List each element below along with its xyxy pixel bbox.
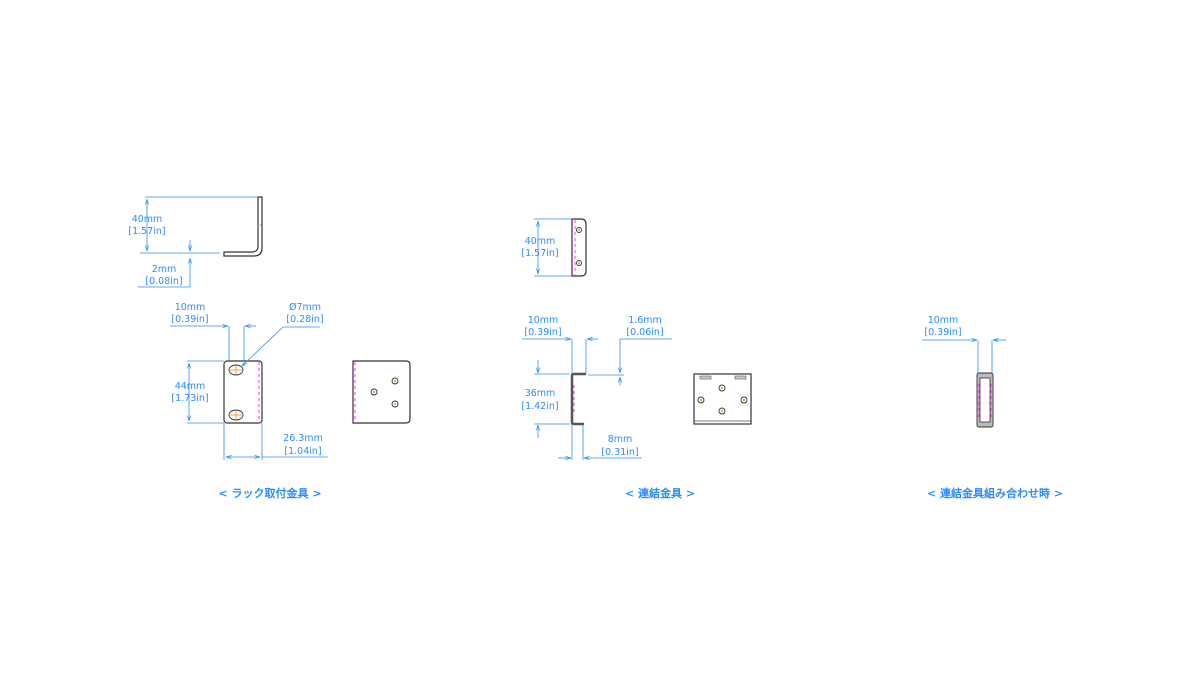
rack-bracket-front-view: 10mm [0.39in] Ø7mm [0.28in] 44mm [1.73in… <box>170 302 328 460</box>
width-mm-label: 10mm <box>928 315 959 326</box>
thickness-mm-label: 1.6mm <box>628 315 662 326</box>
rack-bracket-top-view: 40mm [1.57in] 2mm [0.08in] <box>128 196 263 288</box>
thickness-mm-label: 2mm <box>152 264 177 275</box>
assembled-group: 10mm [0.39in] < 連結金具組み合わせ時 > <box>922 315 1063 500</box>
height-in-label: [1.57in] <box>128 226 165 237</box>
hole-dia-in-label: [0.28in] <box>286 314 323 325</box>
slot-offset-mm-label: 10mm <box>175 302 206 313</box>
thickness-in-label: [0.06in] <box>626 327 663 338</box>
rack-bracket-caption: < ラック取付金具 > <box>218 486 321 500</box>
bottom-in-label: [0.31in] <box>601 447 638 458</box>
thickness-in-label: [0.08in] <box>145 276 182 287</box>
rack-bracket-side-view <box>352 360 411 424</box>
assembled-caption: < 連結金具組み合わせ時 > <box>927 486 1063 500</box>
joint-bracket-top-view: 40mm [1.57in] <box>521 218 587 277</box>
length-mm-label: 44mm <box>175 381 206 392</box>
joint-bracket-group: 40mm [1.57in] 10mm [0.39in] 1.6mm <box>521 218 752 500</box>
flange-mm-label: 10mm <box>528 315 559 326</box>
length-in-label: [1.73in] <box>171 393 208 404</box>
length-in-label: [1.42in] <box>521 401 558 412</box>
flange-in-label: [0.39in] <box>524 327 561 338</box>
height-mm-label: 40mm <box>525 236 556 247</box>
hole-dia-mm-label: Ø7mm <box>289 302 321 313</box>
width-in-label: [0.39in] <box>924 327 961 338</box>
joint-bracket-caption: < 連結金具 > <box>625 486 695 500</box>
width-in-label: [1.04in] <box>284 446 321 457</box>
height-mm-label: 40mm <box>132 214 163 225</box>
joint-bracket-side-view <box>693 373 752 425</box>
width-mm-label: 26.3mm <box>283 433 323 444</box>
slot-offset-in-label: [0.39in] <box>171 314 208 325</box>
height-in-label: [1.57in] <box>521 248 558 259</box>
bottom-mm-label: 8mm <box>608 434 633 445</box>
joint-bracket-front-view: 10mm [0.39in] 1.6mm [0.06in] 36mm [1.42i… <box>521 315 672 460</box>
length-mm-label: 36mm <box>525 388 556 399</box>
rack-bracket-group: 40mm [1.57in] 2mm [0.08in] 10mm <box>128 196 411 500</box>
